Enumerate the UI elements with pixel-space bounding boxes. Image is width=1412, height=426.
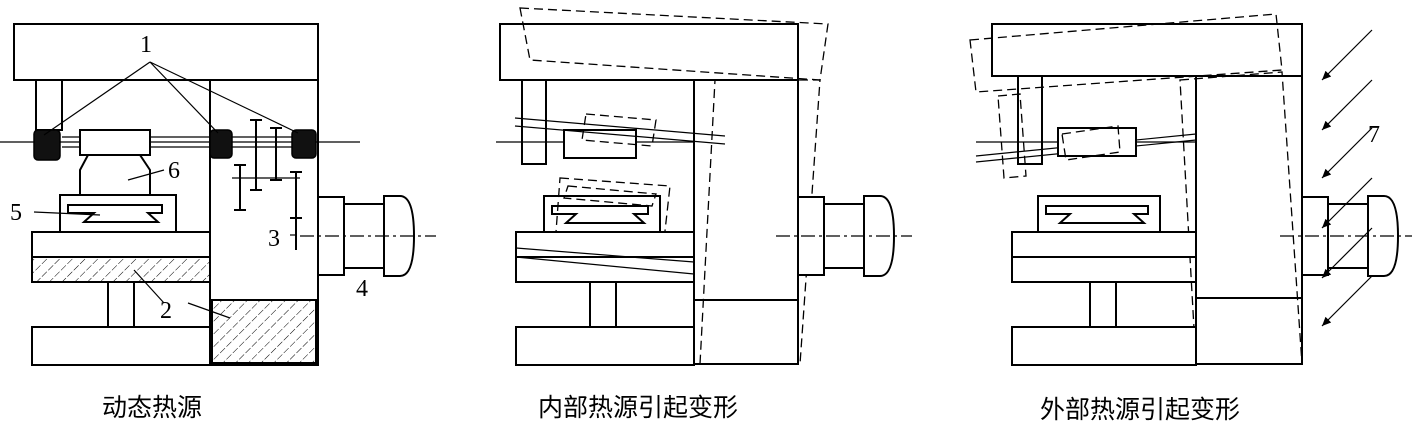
crossbeam (499, 23, 799, 81)
panel-external-heat-source (969, 13, 1412, 366)
label-5: 5 (10, 200, 22, 226)
bearing-middle (209, 129, 233, 159)
caption-dynamic-heat-source: 动态热源 (102, 393, 203, 422)
deformed-spindle-block (1061, 125, 1121, 161)
bed-base (515, 326, 695, 366)
bed-leg (107, 281, 135, 328)
deformed-worktable (555, 177, 671, 241)
saddle (1011, 231, 1197, 258)
panel-internal-heat-source (496, 7, 912, 366)
column (693, 79, 799, 365)
gear-train (232, 119, 302, 250)
caption-internal-heat-deformation: 内部热源引起变形 (538, 393, 739, 422)
saddle (515, 231, 695, 258)
deformed-column (699, 79, 821, 365)
crossbeam (13, 23, 319, 81)
panel-dynamic-heat-source (0, 23, 436, 366)
spindle-block (563, 129, 637, 159)
hanging-bracket (521, 79, 547, 165)
hanging-bracket (35, 79, 63, 131)
label-6: 6 (168, 158, 180, 184)
bed-base (31, 326, 211, 366)
saddle (31, 231, 211, 258)
tool-holder (79, 154, 151, 196)
dovetail-slot (67, 204, 163, 223)
column (1195, 75, 1303, 365)
bed-base (1011, 326, 1197, 366)
label-7: 7 (1368, 122, 1380, 148)
bearing-left (33, 129, 61, 161)
heat-zone-column-base (211, 299, 317, 364)
bearing-right (291, 129, 317, 159)
crossbeam (991, 23, 1303, 77)
heat-zone-guideway (31, 256, 211, 283)
label-2: 2 (160, 298, 172, 324)
spindle-block (79, 129, 151, 156)
label-4: 4 (356, 276, 368, 302)
label-1: 1 (140, 32, 152, 58)
deformed-column (1179, 71, 1303, 365)
label-3: 3 (268, 226, 280, 252)
spindle-block (1057, 127, 1137, 157)
external-heat-radiation-arrows (1321, 29, 1373, 327)
hanging-bracket (1017, 75, 1043, 165)
caption-external-heat-deformation: 外部热源引起变形 (1040, 395, 1241, 424)
deformed-crossbeam (969, 13, 1283, 93)
